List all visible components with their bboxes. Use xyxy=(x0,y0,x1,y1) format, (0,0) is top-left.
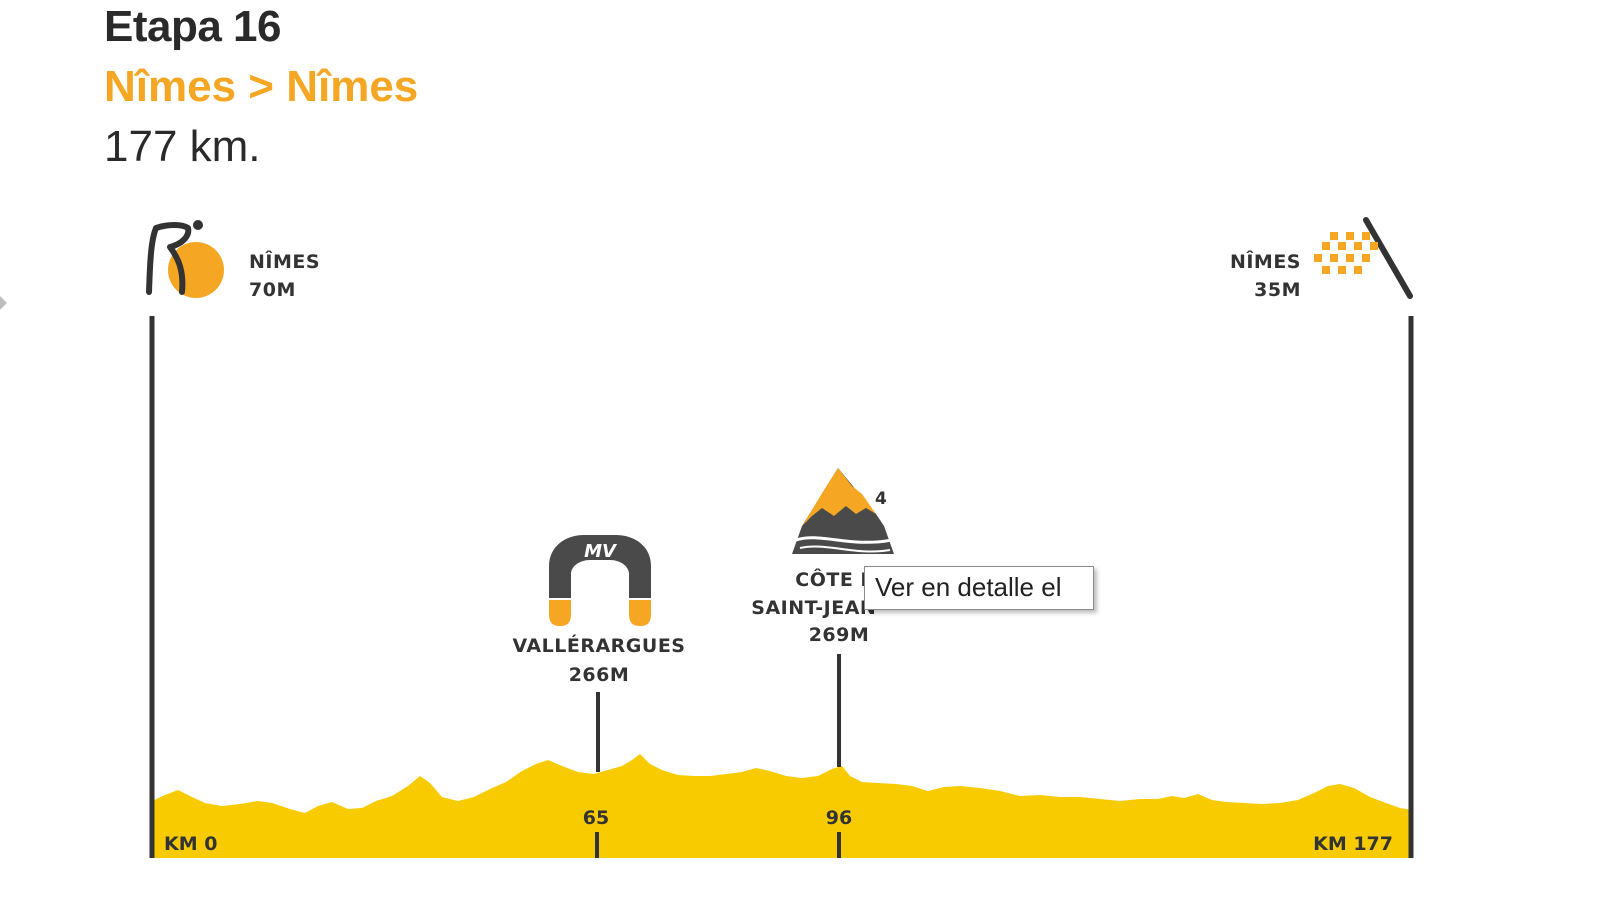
checkered-flag-icon xyxy=(1314,217,1413,299)
sprint-km-label: 65 xyxy=(583,807,609,829)
sprint-altitude: 266M xyxy=(569,664,630,686)
scroll-left-arrow-icon[interactable] xyxy=(0,296,7,310)
elevation-profile xyxy=(150,754,1412,858)
start-altitude: 70M xyxy=(249,279,296,301)
stage-distance: 177 km. xyxy=(104,122,261,171)
climb-name-line1: CÔTE D xyxy=(795,567,876,591)
sprint-name: VALLÉRARGUES xyxy=(513,634,686,657)
km-end-label: KM 177 xyxy=(1313,833,1393,855)
climb-altitude: 269M xyxy=(809,624,870,646)
stage-route: Nîmes > Nîmes xyxy=(104,62,419,111)
tooltip: Ver en detalle el xyxy=(864,566,1094,610)
intermediate-sprint-arch-icon: MV xyxy=(549,535,651,626)
km-start-label: KM 0 xyxy=(164,833,217,855)
finish-name: NÎMES xyxy=(1230,250,1301,273)
climb-name-line2: SAINT-JEAN- xyxy=(751,597,884,619)
climb-category: 4 xyxy=(875,489,887,509)
mountain-climb-icon xyxy=(792,468,894,554)
sprint-badge: MV xyxy=(584,541,618,562)
cyclist-start-icon xyxy=(146,220,224,298)
finish-altitude: 35M xyxy=(1254,279,1301,301)
start-name: NÎMES xyxy=(249,250,320,273)
stage-title: Etapa 16 xyxy=(104,2,281,51)
climb-km-label: 96 xyxy=(826,807,852,829)
